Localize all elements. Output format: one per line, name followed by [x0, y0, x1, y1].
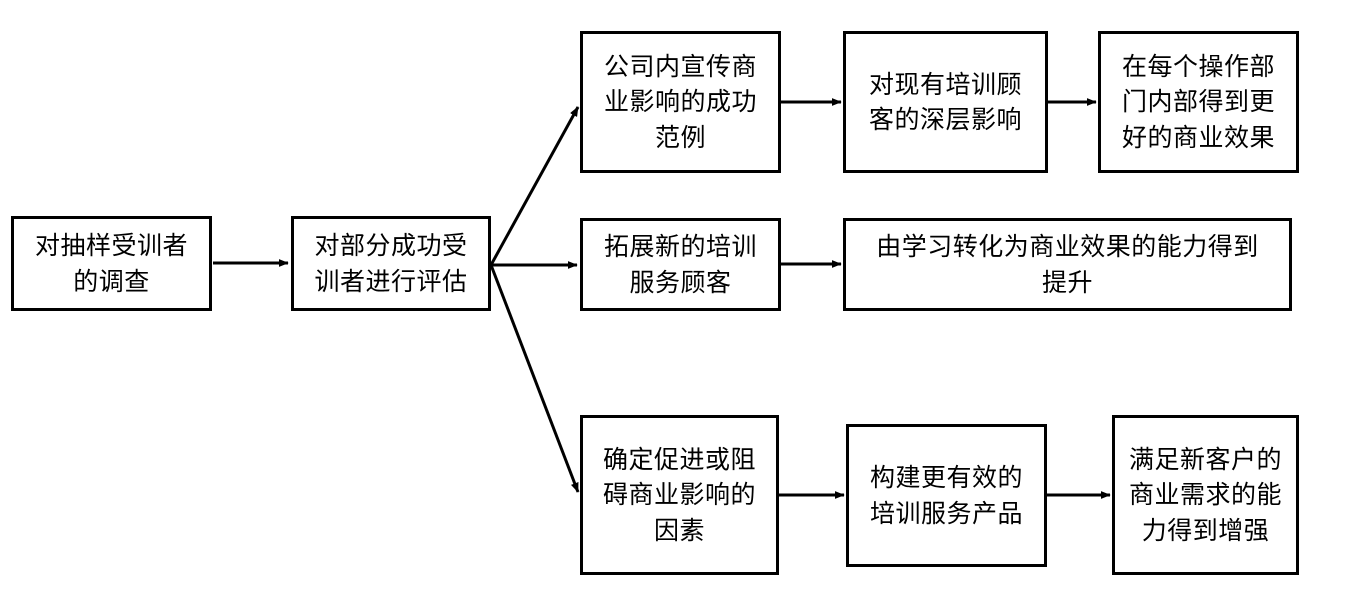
node-learning-to-business-capability[interactable]: 由学习转化为商业效果的能力得到 提升	[843, 218, 1292, 311]
node-label: 对部分成功受 训者进行评估	[314, 231, 468, 296]
node-expand-new-training-clients[interactable]: 拓展新的培训 服务顾客	[580, 218, 781, 311]
node-label: 对抽样受训者 的调查	[34, 231, 188, 296]
node-deep-impact-existing-clients[interactable]: 对现有培训顾 客的深层影响	[843, 31, 1048, 173]
edge-assessment-to-identify-factors	[489, 264, 580, 493]
node-survey-sampled-trainees[interactable]: 对抽样受训者 的调查	[11, 216, 212, 311]
node-identify-enabling-blocking-factors[interactable]: 确定促进或阻 碍商业影响的 因素	[580, 415, 779, 575]
node-label: 确定促进或阻 碍商业影响的 因素	[602, 444, 756, 545]
node-label: 满足新客户的 商业需求的能 力得到增强	[1128, 444, 1282, 545]
node-label: 拓展新的培训 服务顾客	[603, 232, 757, 297]
node-better-results-each-department[interactable]: 在每个操作部 门内部得到更 好的商业效果	[1098, 31, 1299, 173]
edge-assessment-to-promote-success	[489, 106, 580, 266]
node-label: 构建更有效的 培训服务产品	[869, 463, 1023, 528]
node-build-effective-training-products[interactable]: 构建更有效的 培训服务产品	[846, 424, 1047, 567]
node-assess-successful-trainees[interactable]: 对部分成功受 训者进行评估	[291, 216, 491, 311]
node-label: 由学习转化为商业效果的能力得到 提升	[876, 232, 1259, 297]
node-label: 公司内宣传商 业影响的成功 范例	[603, 51, 757, 152]
node-meet-new-client-business-needs[interactable]: 满足新客户的 商业需求的能 力得到增强	[1112, 415, 1299, 575]
node-label: 对现有培训顾 客的深层影响	[868, 69, 1022, 135]
node-label: 在每个操作部 门内部得到更 好的商业效果	[1121, 51, 1275, 152]
node-promote-business-impact-success[interactable]: 公司内宣传商 业影响的成功 范例	[580, 31, 781, 173]
